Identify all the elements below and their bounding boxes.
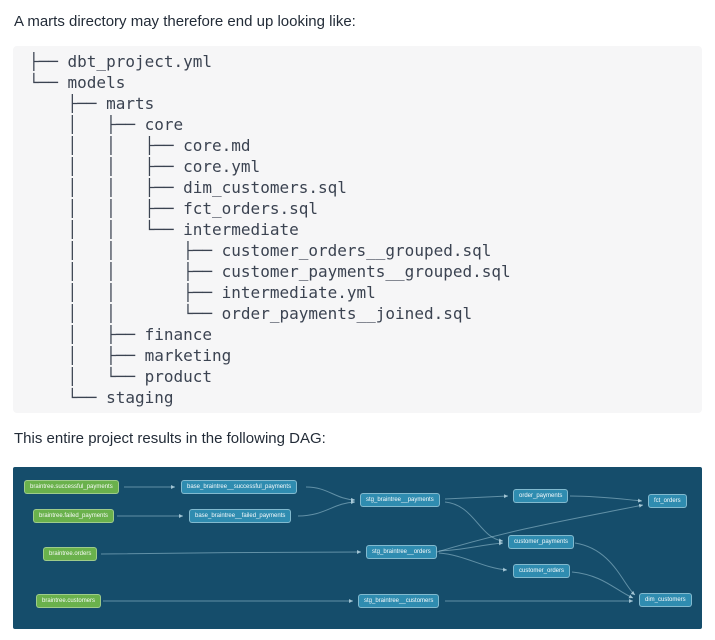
dag-edge [571, 571, 634, 599]
dag-node-braintree-failed-payments: braintree.failed_payments [33, 509, 115, 523]
dag-node-order-payments: order_payments [513, 489, 569, 503]
dag-node-base-braintree-successful-payments: base_braintree__successful_payments [181, 480, 298, 494]
dag-edge [444, 501, 504, 543]
dag-edge [574, 542, 636, 596]
dag-node-stg-braintree-orders: stg_braintree__orders [366, 545, 437, 559]
dag-node-customer-payments: customer_payments [508, 535, 575, 549]
dag-node-braintree-customers: braintree.customers [36, 594, 102, 608]
dag-edges [100, 485, 644, 603]
dag-edge [436, 503, 644, 553]
dag-edge [438, 541, 504, 552]
dag-edge [297, 500, 356, 517]
dag-node-stg-braintree-customers: stg_braintree__customers [358, 594, 440, 608]
dag-intro-paragraph: This entire project results in the follo… [14, 430, 326, 447]
dag-node-stg-braintree-payments: stg_braintree__payments [360, 493, 440, 507]
dag-node-fct-orders: fct_orders [648, 494, 687, 508]
dag-edge [100, 550, 362, 555]
dag-edge [305, 486, 356, 502]
dag-node-braintree-orders: braintree.orders [43, 547, 98, 561]
dag-edge [569, 495, 643, 503]
dag-node-braintree-successful-payments: braintree.successful_payments [24, 480, 119, 494]
dag-node-customer-orders: customer_orders [513, 564, 571, 578]
directory-tree-text: ├── dbt_project.yml └── models ├── marts… [29, 52, 511, 407]
dag-image[interactable]: braintree.successful_payments braintree.f… [13, 467, 702, 629]
dag-edge [444, 494, 509, 500]
dag-edge [438, 552, 508, 572]
dag-node-dim-customers: dim_customers [639, 593, 692, 607]
directory-tree-codeblock: ├── dbt_project.yml └── models ├── marts… [13, 46, 702, 413]
intro-paragraph: A marts directory may therefore end up l… [14, 13, 356, 30]
dag-node-base-braintree-failed-payments: base_braintree__failed_payments [189, 509, 292, 523]
